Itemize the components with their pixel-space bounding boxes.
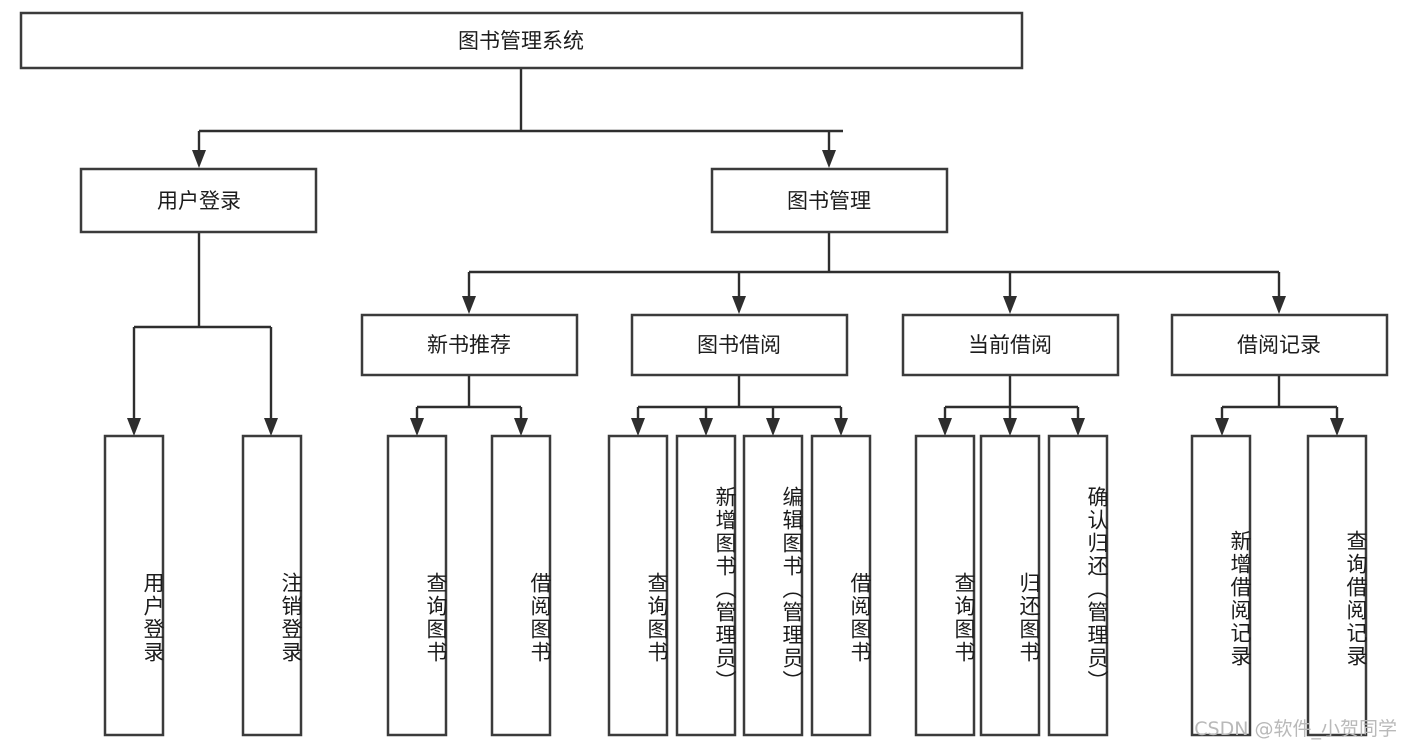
arrow-head-icon — [1003, 296, 1017, 314]
node-book-management[interactable]: 图书管理 — [710, 167, 949, 234]
leaf-box-bookborrow-add[interactable] — [675, 434, 737, 737]
arrow-head-icon — [699, 418, 713, 436]
arrow-head-icon — [822, 150, 836, 168]
connector-borrowrecord-to-leaves — [1215, 375, 1344, 436]
arrow-head-icon — [1003, 418, 1017, 436]
arrow-head-icon — [1330, 418, 1344, 436]
arrow-head-icon — [127, 418, 141, 436]
node-borrow-record-label: 借阅记录 — [1237, 333, 1321, 357]
leaf-box-bookborrow-borrow[interactable] — [810, 434, 872, 737]
arrow-head-icon — [1272, 296, 1286, 314]
arrow-head-icon — [631, 418, 645, 436]
node-borrow-record[interactable]: 借阅记录 — [1170, 313, 1389, 377]
watermark: CSDN @软件_小贺同学 — [1194, 718, 1397, 740]
leaf-box-currentborrow-confirm[interactable] — [1047, 434, 1109, 737]
leaf-box-currentborrow-return[interactable] — [979, 434, 1041, 737]
node-root[interactable]: 图书管理系统 — [19, 11, 1024, 70]
node-current-borrow[interactable]: 当前借阅 — [901, 313, 1120, 377]
node-new-book-recommend-label: 新书推荐 — [427, 333, 511, 357]
connector-userlogin-to-leaves — [127, 232, 278, 436]
node-user-login[interactable]: 用户登录 — [79, 167, 318, 234]
connector-newbook-to-leaves — [410, 375, 528, 436]
arrow-head-icon — [514, 418, 528, 436]
leaf-box-user-login-logout[interactable] — [241, 434, 303, 737]
arrow-head-icon — [938, 418, 952, 436]
leaf-box-user-login-login[interactable] — [103, 434, 165, 737]
node-book-borrow-label: 图书借阅 — [697, 333, 781, 357]
connector-currentborrow-to-leaves — [938, 375, 1085, 436]
leaf-box-bookborrow-edit[interactable] — [742, 434, 804, 737]
arrow-head-icon — [462, 296, 476, 314]
node-user-login-label: 用户登录 — [157, 189, 241, 213]
leaf-box-newbook-query[interactable] — [386, 434, 448, 737]
connector-bookmgmt-to-level3 — [462, 232, 1286, 314]
node-new-book-recommend[interactable]: 新书推荐 — [360, 313, 579, 377]
node-book-borrow[interactable]: 图书借阅 — [630, 313, 849, 377]
arrow-head-icon — [766, 418, 780, 436]
leaf-box-currentborrow-query[interactable] — [914, 434, 976, 737]
leaf-box-borrowrecord-query[interactable] — [1306, 434, 1368, 737]
connector-root-to-level2 — [192, 68, 843, 168]
leaf-box-borrowrecord-add[interactable] — [1190, 434, 1252, 737]
node-root-label: 图书管理系统 — [458, 29, 584, 53]
arrow-head-icon — [410, 418, 424, 436]
node-current-borrow-label: 当前借阅 — [968, 333, 1052, 357]
node-book-management-label: 图书管理 — [787, 189, 871, 213]
leaf-box-newbook-borrow[interactable] — [490, 434, 552, 737]
arrow-head-icon — [834, 418, 848, 436]
leaf-box-bookborrow-query[interactable] — [607, 434, 669, 737]
arrow-head-icon — [1215, 418, 1229, 436]
arrow-head-icon — [1071, 418, 1085, 436]
connector-bookborrow-to-leaves — [631, 375, 848, 436]
arrow-head-icon — [264, 418, 278, 436]
arrow-head-icon — [192, 150, 206, 168]
arrow-head-icon — [732, 296, 746, 314]
